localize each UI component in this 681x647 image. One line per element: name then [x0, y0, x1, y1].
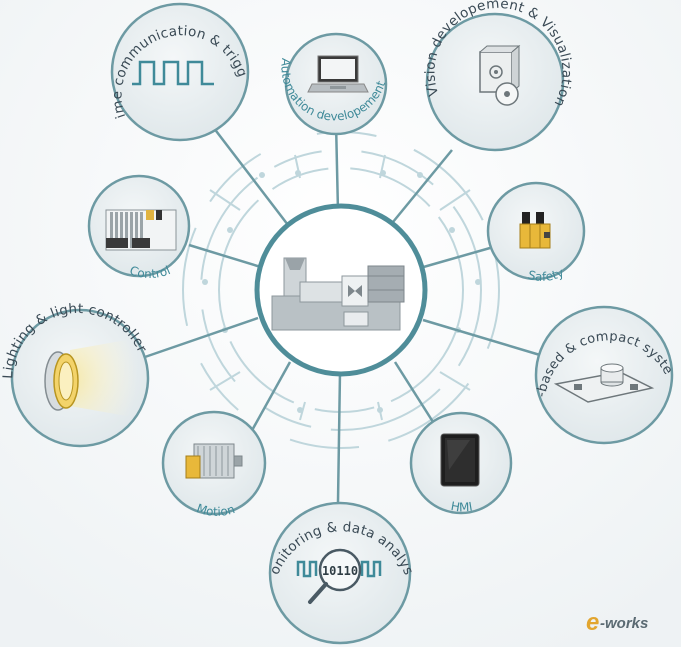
- node-motion: Motion: [161, 410, 267, 519]
- node-label-control: Control: [128, 263, 173, 281]
- watermark-e: e: [586, 609, 599, 636]
- magnifier-binary-icon: 10110: [296, 548, 382, 604]
- watermark-works: -works: [600, 615, 648, 632]
- node-automation: Automation developement: [278, 32, 388, 136]
- plc-rack-icon: [105, 209, 177, 251]
- node-label-safety: Safety: [527, 265, 566, 284]
- node-vision: Vision developement & Visualization: [422, 0, 574, 152]
- node-control: Control: [87, 174, 191, 281]
- circuit-nodes: [202, 170, 481, 413]
- ring-light-icon: [44, 338, 138, 418]
- compact-pc-icon: [553, 363, 655, 403]
- eworks-watermark: e -works: [586, 609, 648, 636]
- connector-lines: [141, 121, 541, 503]
- injection-molding-machine-icon: [271, 257, 405, 331]
- center-hub: [254, 203, 428, 377]
- node-safety: Safety: [486, 181, 586, 284]
- servo-motor-icon: [185, 443, 243, 479]
- vision-software-icon: [479, 44, 521, 106]
- square-wave-icon: [132, 60, 214, 86]
- safety-terminal-icon: [519, 212, 551, 249]
- node-hmi: HMI: [409, 411, 513, 514]
- binary-text: 10110: [322, 564, 358, 578]
- laptop-icon: [307, 55, 369, 93]
- node-label-hmi: HMI: [450, 499, 474, 514]
- node-lighting: Lighting & light controller: [0, 301, 150, 448]
- node-label-motion: Motion: [195, 501, 237, 519]
- touch-panel-icon: [440, 433, 480, 487]
